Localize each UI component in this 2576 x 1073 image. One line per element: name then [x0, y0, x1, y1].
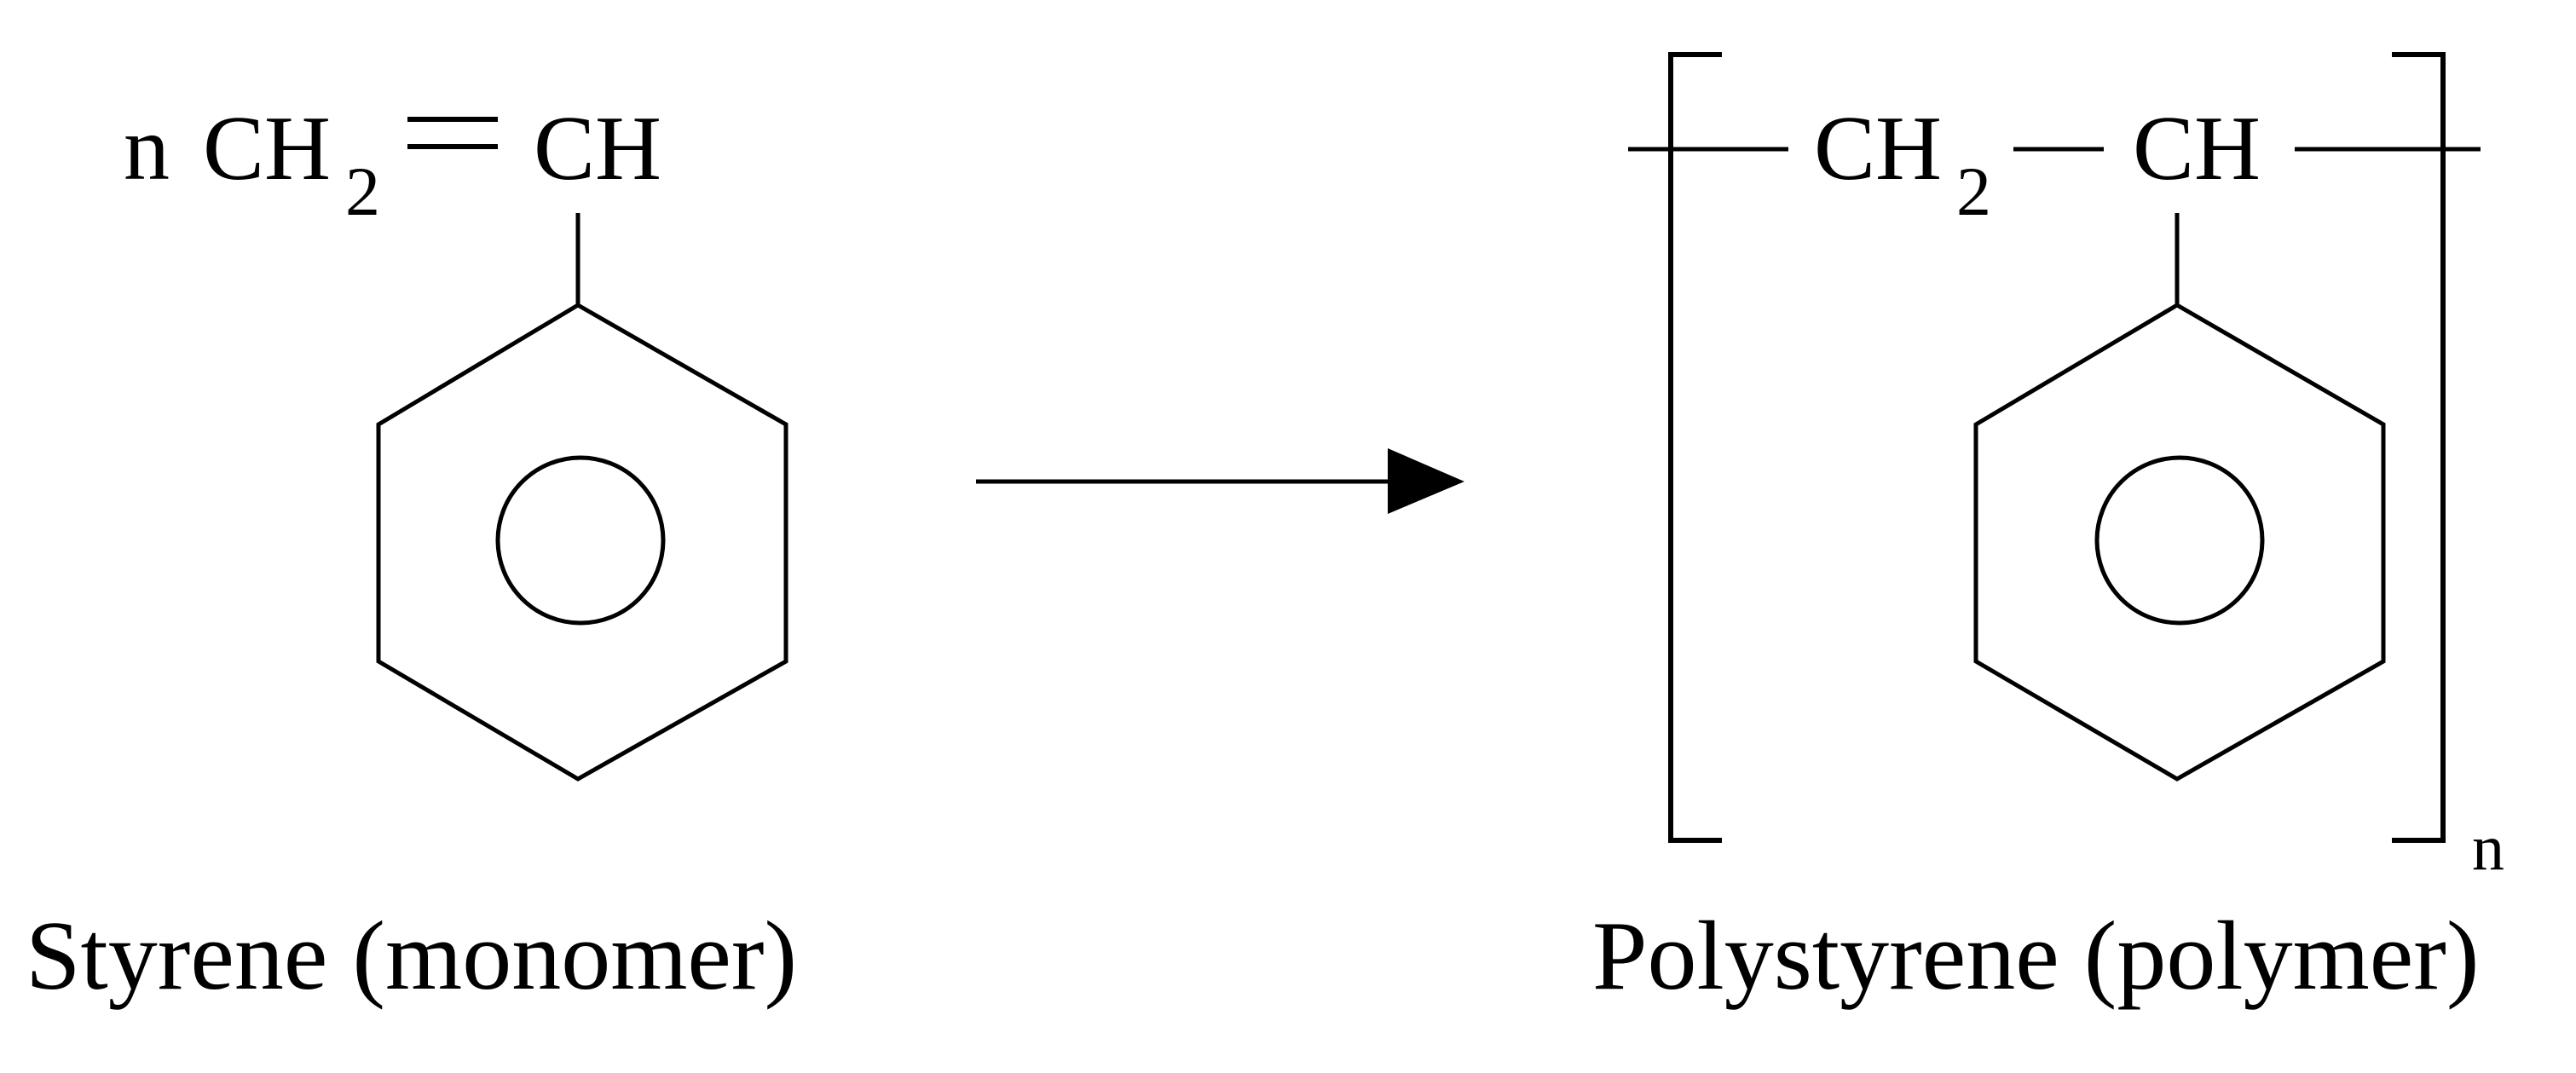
monomer-aromatic-circle	[495, 455, 666, 626]
polymer-caption: Polystyrene (polymer)	[1592, 902, 2480, 1011]
monomer-ch2-label: CH	[203, 98, 331, 199]
reaction-arrow	[976, 448, 1464, 514]
monomer-coefficient: n	[124, 98, 170, 199]
polymer-ch2-label: CH	[1814, 98, 1942, 199]
polymer-ch2-subscript: 2	[1956, 153, 1991, 230]
monomer-caption: Styrene (monomer)	[26, 902, 797, 1011]
arrow-head	[1388, 448, 1464, 514]
polymer-ch-label: CH	[2133, 98, 2261, 199]
polystyrene-structure: CH 2 CH n Polystyrene (polymer)	[1592, 52, 2504, 1011]
monomer-ch-label: CH	[534, 98, 661, 199]
right-bracket	[2392, 52, 2446, 843]
styrene-structure: n CH 2 CH Styrene (monomer)	[26, 98, 797, 1011]
monomer-ch2-subscript: 2	[345, 153, 380, 230]
monomer-benzene-ring	[376, 303, 788, 782]
polymer-benzene-ring	[1973, 303, 2386, 782]
polymer-repeat-subscript: n	[2472, 812, 2504, 884]
polymer-aromatic-circle	[2094, 455, 2265, 626]
left-bracket	[1668, 52, 1722, 843]
